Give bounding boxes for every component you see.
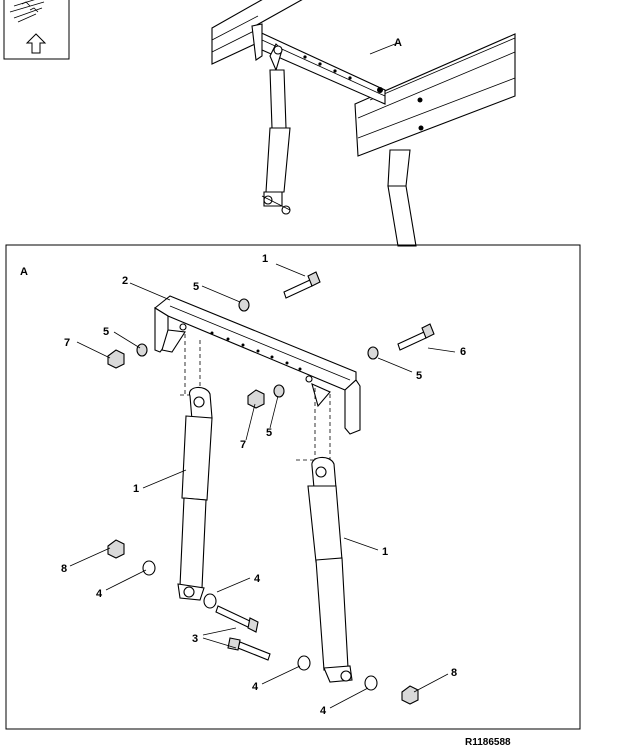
leader-lines — [69, 263, 456, 709]
callout-6-right: 6 — [460, 346, 466, 358]
callout-7-mid: 7 — [240, 439, 246, 451]
bolt-3-lower — [227, 637, 271, 661]
washer-4-upper-left — [142, 560, 156, 576]
orientation-icon — [3, 0, 70, 60]
shock-absorber-left — [177, 386, 213, 601]
overview-frame-assembly — [211, 0, 516, 247]
callout-1-right: 1 — [382, 546, 388, 558]
washer-5-mid — [273, 384, 285, 398]
washer-5-top — [238, 298, 250, 312]
drawing-number: R1186588 — [465, 737, 511, 748]
callout-5-left: 5 — [103, 326, 109, 338]
bolt-3-upper — [215, 605, 259, 633]
callout-7-left: 7 — [64, 337, 70, 349]
callout-3: 3 — [192, 633, 198, 645]
washer-5-left — [136, 343, 148, 357]
detail-view-frame — [5, 244, 581, 730]
callout-5-right: 5 — [416, 370, 422, 382]
nut-7-left — [107, 349, 125, 369]
front-arrow-icon — [25, 33, 47, 54]
vehicle-outline-icon — [9, 0, 45, 23]
callout-6-top: 1 — [262, 253, 268, 265]
callout-4-lower-right: 4 — [320, 705, 327, 717]
washer-4-upper-right — [203, 593, 217, 609]
alignment-line-left — [184, 334, 201, 395]
washer-4-lower-left — [297, 655, 311, 671]
callout-5-top: 5 — [193, 281, 199, 293]
washer-4-lower-right — [364, 675, 378, 691]
bolt-6-top — [283, 271, 321, 299]
callout-8-right: 8 — [451, 667, 457, 679]
nut-7-mid — [247, 389, 265, 409]
callout-1-left: 1 — [133, 483, 139, 495]
nut-8-right — [401, 685, 419, 705]
callout-4-upper-left: 4 — [96, 588, 103, 600]
callout-5-mid: 5 — [266, 427, 272, 439]
callout-4-upper-right: 4 — [254, 573, 261, 585]
detail-label: A — [20, 266, 28, 278]
callout-2: 2 — [122, 275, 128, 287]
nut-8-left — [107, 539, 125, 559]
shock-absorber-right — [307, 456, 353, 683]
bolt-6-right — [397, 323, 435, 351]
overview-callout-a: A — [394, 37, 402, 49]
washer-5-right — [367, 346, 379, 360]
cross-member-bracket — [154, 295, 361, 435]
callout-4-lower-left: 4 — [252, 681, 259, 693]
callout-8-left: 8 — [61, 563, 67, 575]
alignment-line-right — [314, 388, 331, 460]
